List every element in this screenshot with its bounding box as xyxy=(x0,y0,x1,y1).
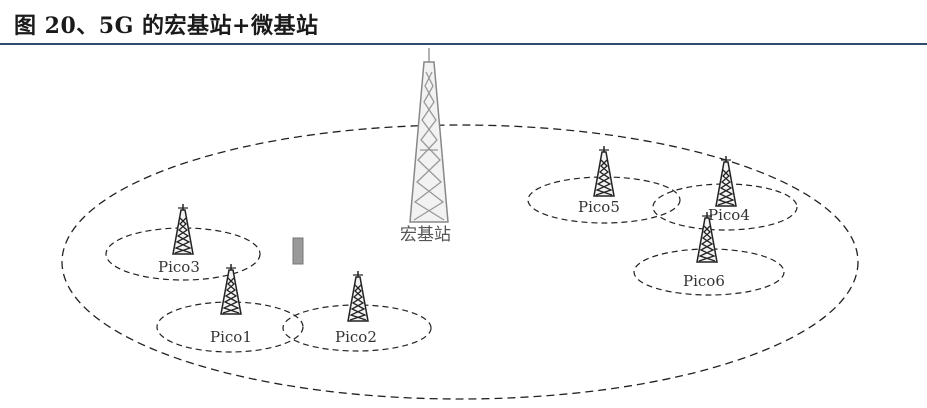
pico-cell-5: Pico5 xyxy=(527,145,681,224)
pico-label: Pico3 xyxy=(158,258,200,276)
user-device-icon xyxy=(292,237,304,265)
pico-tower-icon xyxy=(593,145,615,197)
pico-label: Pico4 xyxy=(708,206,750,224)
title-divider xyxy=(0,43,927,45)
macro-coverage-area xyxy=(61,124,859,400)
figure-title: 图 20、5G 的宏基站+微基站 xyxy=(14,13,319,39)
pico-coverage-area xyxy=(652,183,798,231)
pico-cell-4: Pico4 xyxy=(652,155,798,231)
macro-station-label: 宏基站 xyxy=(400,225,451,245)
pico-cell-3: Pico3 xyxy=(105,203,261,281)
pico-tower-icon xyxy=(220,263,242,315)
pico-tower-icon xyxy=(715,155,737,207)
macro-micro-network-diagram: 宏基站 Pico3 Pico1 Pico2 Pico5 Pico4 Pico6 xyxy=(61,48,859,400)
pico-label: Pico6 xyxy=(683,272,725,290)
pico-cell-2: Pico2 xyxy=(282,270,432,352)
pico-cell-1: Pico1 xyxy=(156,263,304,353)
pico-coverage-area xyxy=(527,176,681,224)
pico-label: Pico1 xyxy=(210,328,252,346)
macro-tower-icon xyxy=(409,48,449,223)
pico-cell-6: Pico6 xyxy=(633,211,785,296)
pico-label: Pico5 xyxy=(578,198,620,216)
pico-tower-icon xyxy=(347,270,369,322)
pico-label: Pico2 xyxy=(335,328,377,346)
pico-coverage-area xyxy=(633,248,785,296)
figure-header: 图 20、5G 的宏基站+微基站 xyxy=(0,0,927,45)
pico-coverage-area xyxy=(105,227,261,281)
pico-tower-icon xyxy=(172,203,194,255)
